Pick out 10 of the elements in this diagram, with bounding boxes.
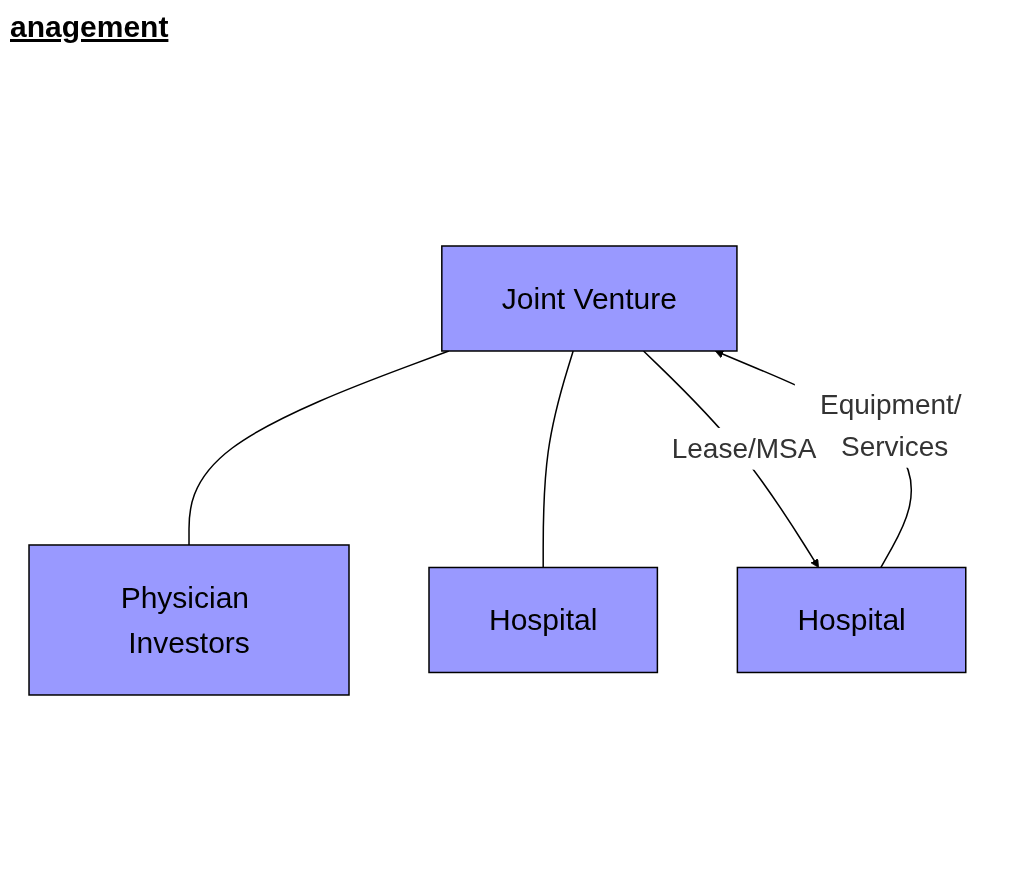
connector	[542, 349, 575, 568]
node-box: Hospital	[736, 566, 967, 673]
edge-label: Lease/MSA	[671, 432, 817, 464]
connector	[188, 349, 450, 546]
edge-label: Equipment/ Services	[820, 388, 962, 462]
node-box: Physician Investors	[28, 543, 350, 696]
title: anagement	[10, 10, 169, 44]
node-box: Hospital	[428, 566, 659, 673]
arrow	[642, 349, 820, 568]
node-box: Joint Venture	[441, 244, 738, 352]
